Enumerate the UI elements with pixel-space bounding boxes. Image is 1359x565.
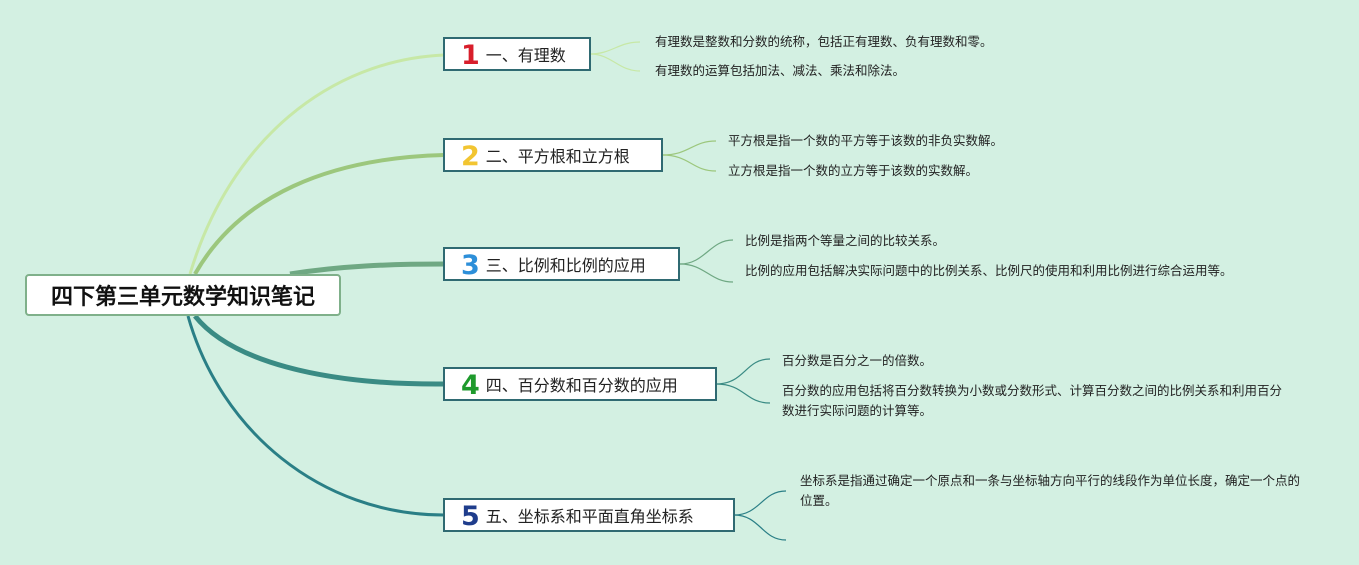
connector-note-3-1	[679, 239, 734, 265]
note-1-2: 有理数的运算包括加法、减法、乘法和除法。	[655, 63, 906, 78]
branch-label-2: 二、平方根和立方根	[485, 147, 630, 166]
connector-note-3-2	[679, 263, 734, 283]
branch-number-3: 3	[461, 249, 480, 281]
branch-label-5: 五、坐标系和平面直角坐标系	[485, 507, 694, 526]
note-2-1: 平方根是指一个数的平方等于该数的非负实数解。	[728, 133, 1004, 148]
note-3-2: 比例的应用包括解决实际问题中的比例关系、比例尺的使用和利用比例进行综合运用等。	[745, 263, 1233, 278]
connector-branch-5	[186, 315, 445, 517]
branch-number-2: 2	[461, 140, 480, 172]
connector-note-5-1	[733, 490, 787, 516]
branch-number-5: 5	[461, 500, 480, 532]
connector-branch-1	[188, 53, 445, 275]
branch-node-4[interactable]: 4 四、百分数和百分数的应用	[443, 367, 717, 401]
branch-label-1: 一、有理数	[485, 46, 566, 65]
note-1-1: 有理数是整数和分数的统称，包括正有理数、负有理数和零。	[655, 34, 993, 49]
connector-note-1-1	[589, 41, 641, 55]
branch-number-4: 4	[461, 369, 480, 401]
branch-node-2[interactable]: 2 二、平方根和立方根	[443, 138, 663, 172]
branch-label-3: 三、比例和比例的应用	[485, 256, 646, 275]
connector-branch-2	[193, 153, 445, 275]
connector-note-1-2	[589, 53, 641, 72]
note-4-2: 百分数的应用包括将百分数转换为小数或分数形式、计算百分数之间的比例关系和利用百分…	[782, 383, 1283, 418]
branch-node-1[interactable]: 1 一、有理数	[443, 37, 591, 71]
root-node[interactable]: 四下第三单元数学知识笔记	[25, 274, 341, 316]
connector-note-2-2	[661, 154, 717, 172]
branch-label-4: 四、百分数和百分数的应用	[485, 376, 678, 395]
branch-node-3[interactable]: 3 三、比例和比例的应用	[443, 247, 680, 281]
connector-note-4-1	[715, 358, 771, 385]
root-title: 四下第三单元数学知识笔记	[50, 285, 315, 310]
connector-note-2-1	[661, 140, 717, 156]
note-5-1: 坐标系是指通过确定一个原点和一条与坐标轴方向平行的线段作为单位长度，确定一个点的…	[800, 473, 1301, 508]
connector-note-5-2	[733, 514, 787, 541]
connector-branch-3	[289, 261, 445, 277]
branch-node-5[interactable]: 5 五、坐标系和平面直角坐标系	[443, 498, 735, 532]
connector-note-4-2	[715, 383, 771, 404]
connector-branch-4	[193, 314, 445, 387]
note-3-1: 比例是指两个等量之间的比较关系。	[745, 233, 946, 248]
note-2-2: 立方根是指一个数的立方等于该数的实数解。	[728, 163, 979, 178]
note-4-1: 百分数是百分之一的倍数。	[782, 353, 933, 368]
branch-number-1: 1	[461, 39, 480, 71]
